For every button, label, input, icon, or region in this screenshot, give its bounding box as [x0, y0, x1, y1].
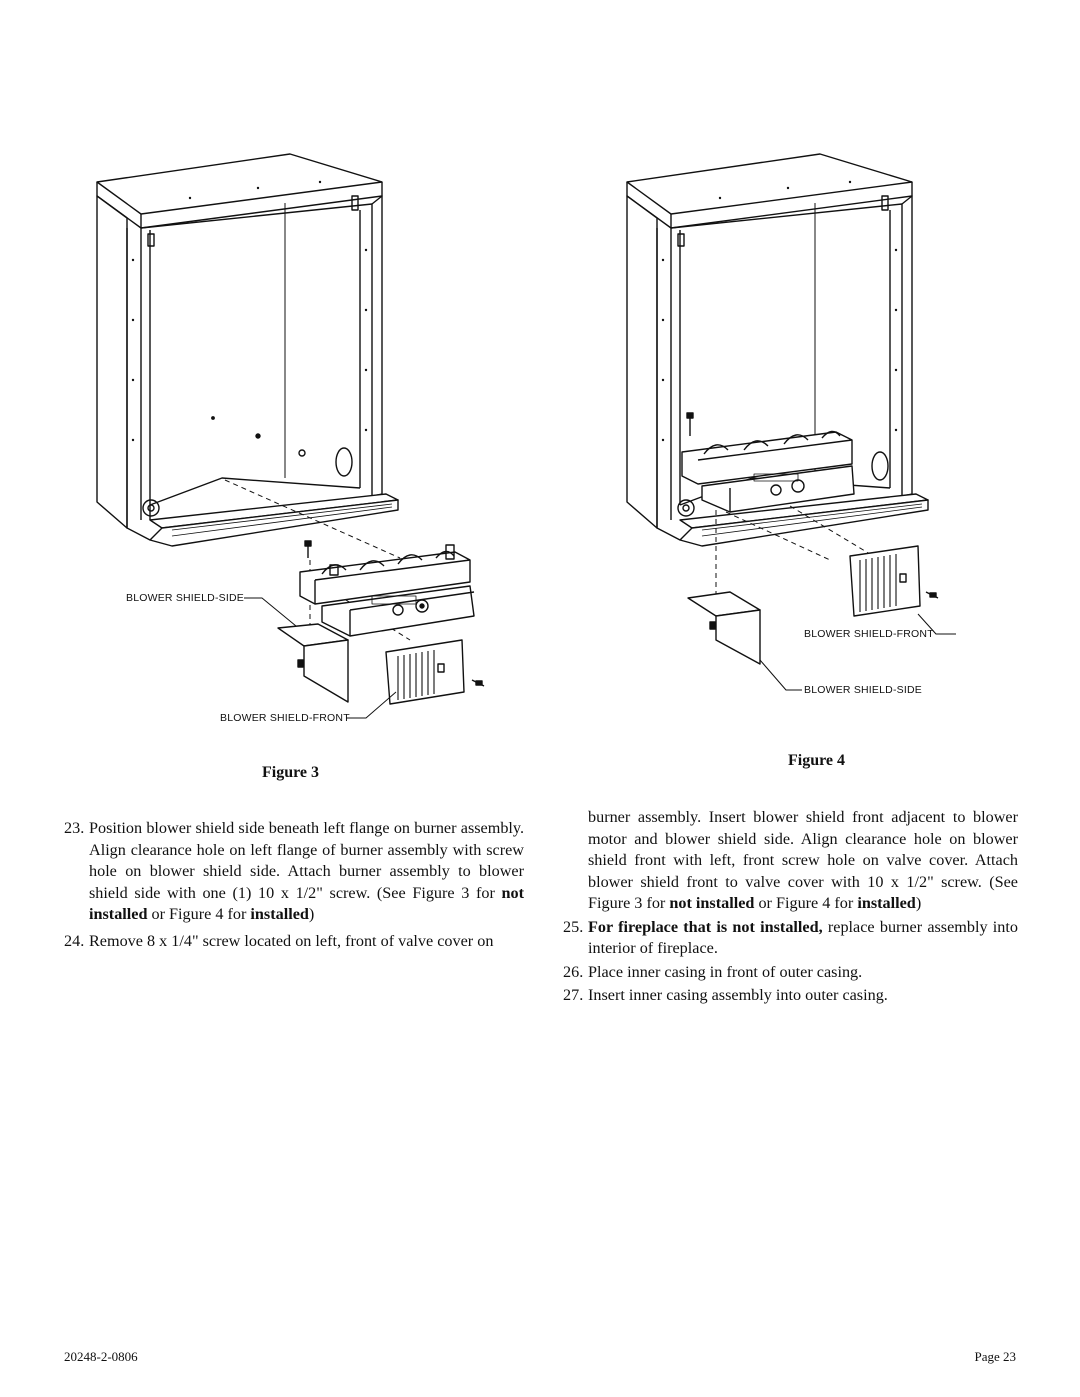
step-27-number: 27.	[563, 986, 584, 1004]
step-27: 27. Insert inner casing assembly into ou…	[563, 985, 1018, 1007]
step-27-text: Insert inner casing assembly into outer …	[588, 986, 888, 1004]
step-24: 24. Remove 8 x 1/4" screw located on lef…	[64, 931, 524, 953]
step-23-text: Position blower shield side beneath left…	[89, 819, 524, 902]
step-24-continuation: burner assembly. Insert blower shield fr…	[563, 807, 1018, 915]
screw-3-drawing	[925, 591, 939, 599]
burner-assembly-drawing	[299, 544, 475, 637]
continuation-text: burner assembly. Insert blower shield fr…	[588, 808, 1018, 912]
continuation-text-2: or Figure 4 for	[754, 894, 858, 912]
blower-shield-front-installed-drawing	[849, 545, 939, 617]
step-23-number: 23.	[64, 819, 85, 837]
document-number: 20248-2-0806	[64, 1349, 138, 1364]
screw-drawing	[304, 540, 312, 558]
right-text-column: burner assembly. Insert blower shield fr…	[563, 807, 1018, 1007]
blower-shield-side-drawing	[277, 623, 349, 703]
page-number: Page 23	[974, 1349, 1016, 1364]
step-23-not-installed: not installed	[89, 883, 524, 924]
blower-shield-side-callout: BLOWER SHIELD-SIDE	[126, 592, 244, 604]
blower-shield-side-callout-2: BLOWER SHIELD-SIDE	[804, 684, 922, 696]
blower-shield-side-installed-drawing	[687, 591, 761, 665]
step-26-number: 26.	[563, 962, 584, 981]
blower-shield-front-callout: BLOWER SHIELD-FRONT	[220, 712, 350, 724]
step-23-installed: installed	[250, 905, 309, 923]
blower-shield-front-callout-2: BLOWER SHIELD-FRONT	[804, 628, 934, 640]
step-25-bold: For fireplace that is not installed,	[588, 917, 823, 936]
fireplace-casing-drawing	[96, 153, 399, 547]
fireplace-casing-installed-drawing	[626, 153, 929, 547]
continuation-text-3: )	[915, 894, 922, 912]
step-25-number: 25.	[563, 917, 584, 936]
step-26: 26. Place inner casing in front of outer…	[563, 962, 1018, 984]
step-23: 23. Position blower shield side beneath …	[64, 818, 524, 926]
figure-4-caption: Figure 4	[788, 752, 846, 769]
step-24-text: Remove 8 x 1/4" screw located on left, f…	[89, 931, 494, 950]
continuation-installed: installed	[857, 894, 916, 912]
figure-3-illustration	[0, 0, 540, 760]
step-23-text-3: )	[308, 905, 315, 923]
step-25: 25. For fireplace that is not installed,…	[563, 917, 1018, 960]
step-25-text: replace burner assembly into interior of…	[588, 917, 1018, 958]
continuation-not-installed: not installed	[669, 894, 755, 912]
screw-2-drawing	[471, 679, 485, 687]
step-24-number: 24.	[64, 931, 85, 950]
figure-4-illustration	[540, 0, 1080, 760]
step-23-text-2: or Figure 4 for	[147, 905, 251, 923]
left-text-column: 23. Position blower shield side beneath …	[64, 818, 524, 952]
blower-shield-front-drawing	[385, 639, 485, 705]
step-26-text: Place inner casing in front of outer cas…	[588, 962, 863, 981]
figure-3-caption: Figure 3	[262, 764, 320, 781]
